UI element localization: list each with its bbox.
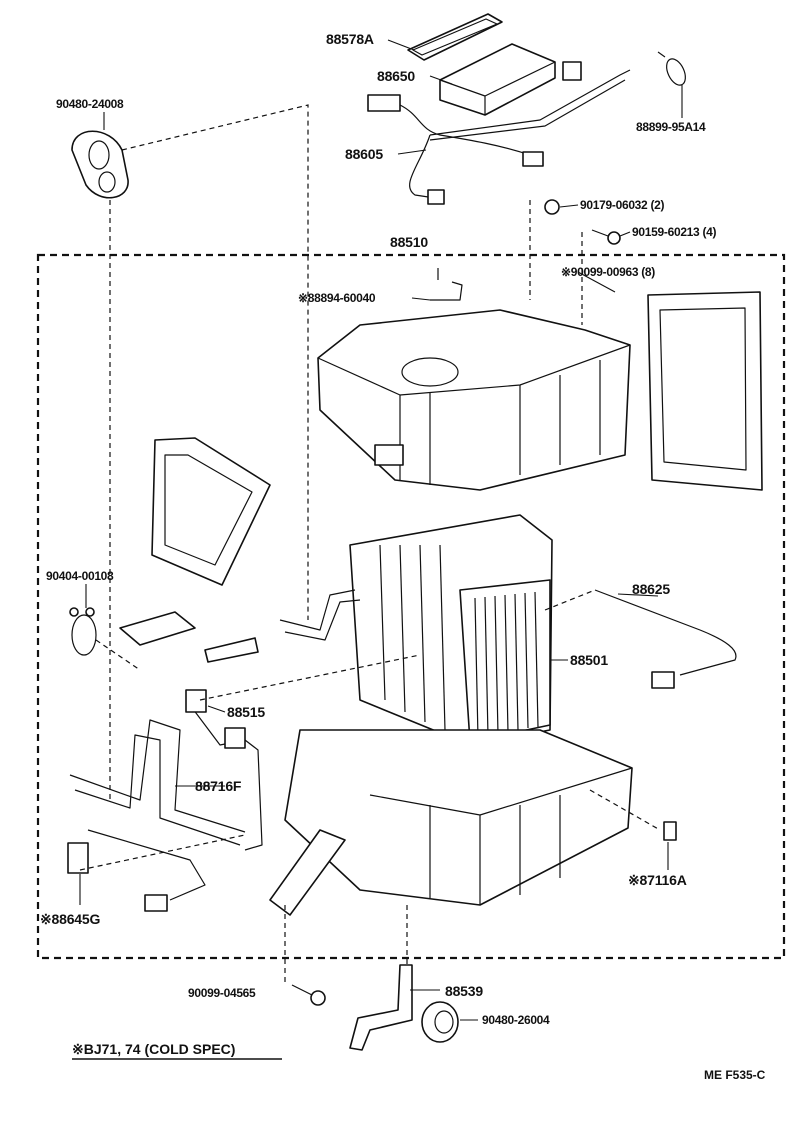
part-lower-case bbox=[269, 729, 633, 916]
label-88539: 88539 bbox=[445, 983, 483, 999]
part-90179-clip bbox=[544, 199, 560, 215]
assembly-frame bbox=[36, 253, 786, 960]
label-90480-24008: 90480-24008 bbox=[56, 97, 124, 111]
label-88578a: 88578A bbox=[326, 31, 374, 47]
label-87116a: ※87116A bbox=[628, 872, 687, 888]
label-88894-60040: ※88894-60040 bbox=[298, 291, 376, 305]
guide-line bbox=[95, 639, 141, 671]
label-88605: 88605 bbox=[345, 146, 383, 162]
label-90099-00963: ※90099-00963 (8) bbox=[561, 265, 655, 279]
part-insulator-pad bbox=[119, 611, 196, 646]
label-88501: 88501 bbox=[570, 652, 608, 668]
label-88650: 88650 bbox=[377, 68, 415, 84]
guide-line bbox=[544, 589, 596, 611]
part-88650-amplifier bbox=[439, 43, 556, 116]
part-90480-24008-grommet bbox=[71, 130, 129, 199]
leader-lines bbox=[79, 39, 683, 1021]
part-88716f-pipes bbox=[69, 704, 263, 851]
part-88578a-plate bbox=[407, 13, 503, 61]
cold-spec-note: ※BJ71, 74 (COLD SPEC) bbox=[72, 1041, 236, 1057]
label-88645g: ※88645G bbox=[40, 911, 101, 927]
part-88501-evaporator bbox=[349, 514, 553, 746]
label-90404-00108: 90404-00108 bbox=[46, 569, 114, 583]
part-90480-26004-grommet bbox=[421, 1001, 459, 1043]
guide-line bbox=[79, 834, 246, 871]
label-90179-06032: 90179-06032 (2) bbox=[580, 198, 665, 212]
part-left-seal-frame bbox=[151, 437, 271, 586]
part-inlet-pipe bbox=[279, 589, 361, 641]
guide-line bbox=[589, 789, 661, 831]
part-88645g-switch bbox=[67, 829, 206, 912]
label-88515: 88515 bbox=[227, 704, 265, 720]
part-88899-clip bbox=[657, 51, 686, 86]
part-87116a-clip bbox=[663, 821, 677, 841]
label-88510: 88510 bbox=[390, 234, 428, 250]
part-88894-clip bbox=[430, 268, 463, 301]
label-88899-95a14: 88899-95A14 bbox=[636, 120, 706, 134]
part-upper-case bbox=[317, 309, 631, 491]
guide-line bbox=[199, 654, 421, 701]
label-90099-04565: 90099-04565 bbox=[188, 986, 256, 1000]
part-bracket bbox=[204, 637, 259, 663]
part-88515-valve bbox=[185, 689, 246, 749]
part-90159-screw bbox=[591, 229, 621, 245]
label-88716f: 88716F bbox=[195, 778, 242, 794]
label-90480-26004: 90480-26004 bbox=[482, 1013, 550, 1027]
part-90404-clamp bbox=[69, 607, 97, 656]
part-90099-04565-bolt bbox=[291, 984, 326, 1006]
part-88625-sensor bbox=[594, 589, 737, 689]
part-88539-drain-hose bbox=[349, 964, 413, 1051]
label-88625: 88625 bbox=[632, 581, 670, 597]
figure-code: ME F535-C bbox=[704, 1068, 766, 1082]
guide-line bbox=[121, 104, 309, 620]
part-88605-harness bbox=[367, 61, 631, 205]
part-right-seal-frame bbox=[647, 291, 763, 491]
label-90159-60213: 90159-60213 (4) bbox=[632, 225, 717, 239]
